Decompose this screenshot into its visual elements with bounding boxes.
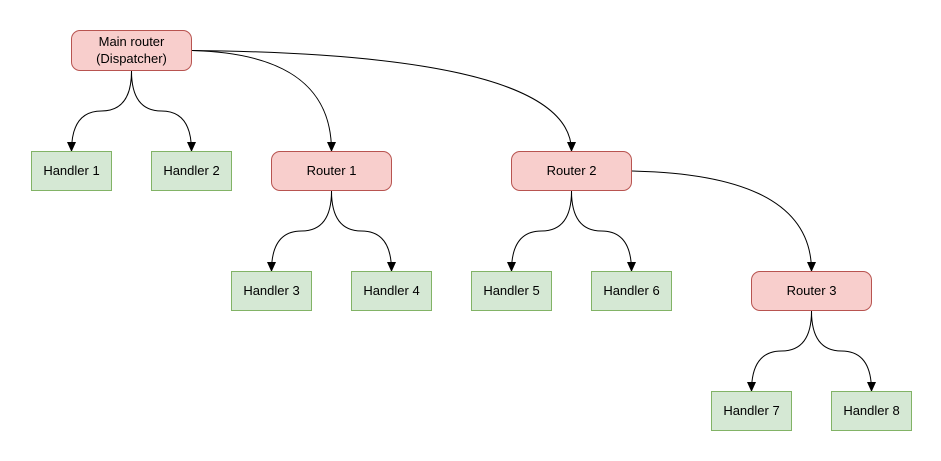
edge-router2-handler6: [571, 190, 636, 272]
edge-main-router2: [191, 50, 576, 152]
node-label-router2: Router 2: [546, 162, 597, 178]
node-label-router3: Router 3: [786, 282, 837, 298]
node-label-handler3: Handler 3: [243, 282, 300, 298]
edge-main-handler1: [67, 70, 132, 152]
node-label-main: Main router (Dispatcher): [96, 34, 167, 66]
node-handler2: Handler 2: [151, 151, 232, 191]
edge-router1-handler4: [331, 190, 396, 272]
edge-router2-router3: [631, 170, 816, 272]
edge-router2-handler5: [507, 190, 572, 272]
edge-main-router1: [191, 50, 336, 152]
node-label-handler7: Handler 7: [723, 402, 780, 418]
node-label-handler8: Handler 8: [843, 402, 900, 418]
node-label-handler4: Handler 4: [363, 282, 420, 298]
edges-group: [67, 50, 876, 392]
node-handler4: Handler 4: [351, 271, 432, 311]
node-router3: Router 3: [751, 271, 872, 311]
node-label-handler2: Handler 2: [163, 162, 220, 178]
node-router1: Router 1: [271, 151, 392, 191]
node-label-handler1: Handler 1: [43, 162, 100, 178]
node-main: Main router (Dispatcher): [71, 30, 192, 71]
node-handler8: Handler 8: [831, 391, 912, 431]
node-handler5: Handler 5: [471, 271, 552, 311]
edge-router3-handler7: [747, 310, 812, 392]
node-handler6: Handler 6: [591, 271, 672, 311]
node-label-handler5: Handler 5: [483, 282, 540, 298]
node-label-router1: Router 1: [306, 162, 357, 178]
node-router2: Router 2: [511, 151, 632, 191]
node-handler7: Handler 7: [711, 391, 792, 431]
edge-router3-handler8: [811, 310, 876, 392]
edge-router1-handler3: [267, 190, 332, 272]
node-label-handler6: Handler 6: [603, 282, 660, 298]
edge-main-handler2: [131, 70, 196, 152]
node-handler1: Handler 1: [31, 151, 112, 191]
node-handler3: Handler 3: [231, 271, 312, 311]
